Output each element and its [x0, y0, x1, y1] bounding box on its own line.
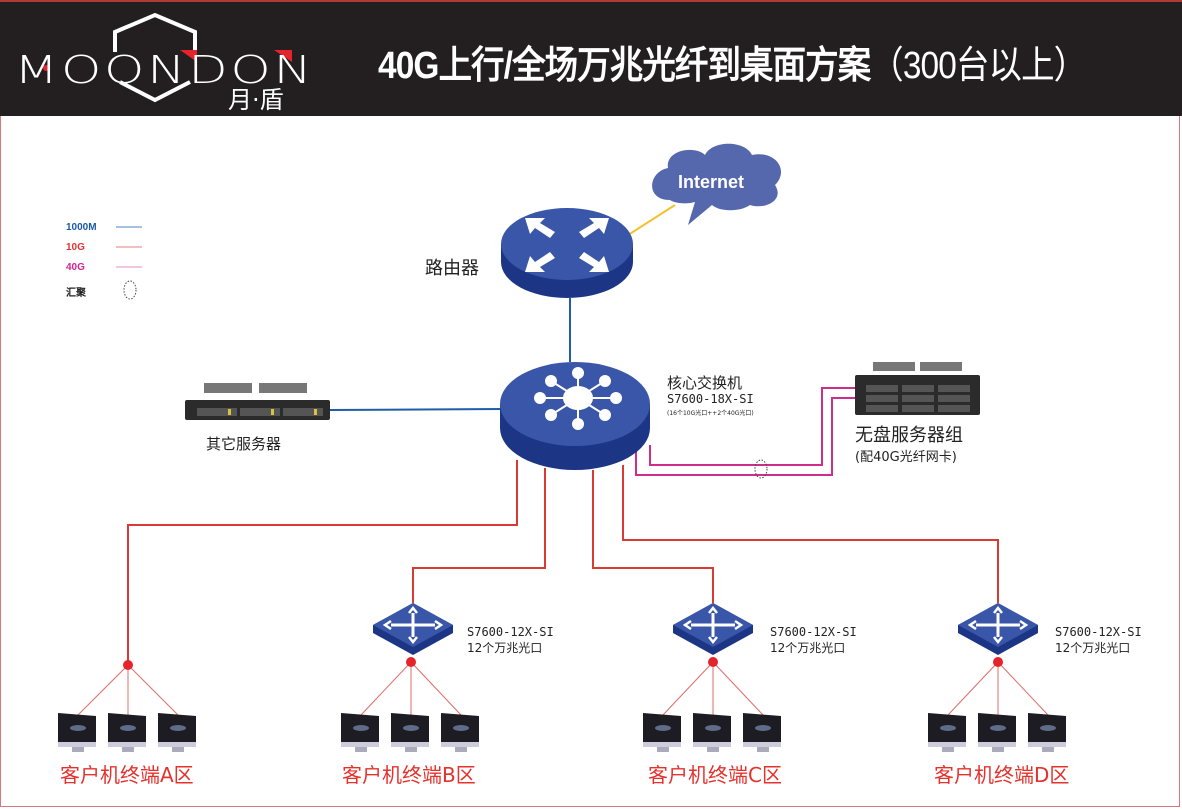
router-icon	[501, 208, 633, 298]
access-switch-d-label: S7600-12X-SI 12个万兆光口	[1055, 624, 1142, 656]
link-internet	[624, 204, 676, 238]
router-label: 路由器	[425, 258, 479, 279]
client-link	[77, 664, 129, 716]
monitor-icon	[693, 713, 731, 752]
internet-cloud-icon	[652, 143, 782, 225]
header-bar: MOONDON 月·盾 40G上行/全场万兆光纤到桌面方案（300台以上）	[0, 0, 1182, 116]
page-title: 40G上行/全场万兆光纤到桌面方案（300台以上）	[378, 34, 1087, 89]
zone-b-label: 客户机终端B区	[342, 763, 476, 787]
link-10g-switch-c	[592, 470, 714, 603]
switch-ports: 12个万兆光口	[1055, 641, 1131, 655]
monitor-icon	[58, 713, 96, 752]
client-link	[662, 661, 714, 716]
other-server-icon	[185, 383, 330, 420]
legend-1000m: 1000M	[66, 222, 97, 233]
monitor-icon	[978, 713, 1016, 752]
aggregation-marker-icon	[754, 459, 768, 479]
access-switch-icon	[373, 603, 453, 655]
monitor-icon	[108, 713, 146, 752]
hub-node	[708, 657, 718, 667]
client-link	[997, 661, 1049, 716]
client-monitors	[58, 713, 1066, 752]
monitor-icon	[743, 713, 781, 752]
moondon-logo: MOONDON 月·盾	[12, 12, 312, 114]
legend-10g: 10G	[66, 242, 85, 253]
zone-a-label: 客户机终端A区	[60, 763, 194, 787]
switch-model: S7600-12X-SI	[467, 625, 554, 639]
title-main: 40G上行/全场万兆光纤到桌面方案	[378, 45, 871, 87]
link-40g-2	[635, 397, 858, 476]
monitor-icon	[1028, 713, 1066, 752]
switch-model: S7600-12X-SI	[1055, 625, 1142, 639]
legend-label: 40G	[66, 262, 85, 273]
client-link	[360, 661, 412, 716]
other-server-label: 其它服务器	[206, 435, 282, 453]
hub-node	[406, 657, 416, 667]
client-link	[410, 661, 462, 716]
link-10g-switch-b	[412, 468, 546, 603]
zone-d-label: 客户机终端D区	[934, 763, 1070, 787]
monitor-icon	[158, 713, 196, 752]
logo-chinese: 月·盾	[228, 86, 284, 114]
legend-label: 汇聚	[66, 288, 86, 299]
link-40g-1	[649, 387, 858, 466]
core-switch-label: 核心交换机	[667, 374, 743, 392]
switch-ports: 12个万兆光口	[467, 641, 543, 655]
monitor-icon	[643, 713, 681, 752]
link-10g-switch-d	[622, 465, 999, 603]
monitor-icon	[441, 713, 479, 752]
client-link	[712, 661, 764, 716]
legend-40g: 40G	[66, 262, 85, 273]
internet-label: Internet	[678, 172, 745, 192]
link-10g-zone-a	[127, 460, 518, 665]
title-capacity: （300台以上）	[870, 45, 1087, 87]
core-switch-ports: (16个10G光口++2个40G光口)	[667, 410, 754, 417]
hub-node	[993, 657, 1003, 667]
logo-wordmark: MOONDON	[14, 48, 315, 92]
core-switch-icon	[500, 362, 650, 470]
hub-node	[123, 660, 133, 670]
legend-label: 10G	[66, 242, 85, 253]
access-switch-b-label: S7600-12X-SI 12个万兆光口	[467, 624, 554, 656]
access-switches	[373, 603, 1038, 655]
access-switch-c-label: S7600-12X-SI 12个万兆光口	[770, 624, 857, 656]
diskless-server-label: 无盘服务器组	[855, 425, 963, 446]
diskless-server-note: (配40G光纤网卡)	[855, 450, 957, 465]
monitor-icon	[928, 713, 966, 752]
diskless-server-icon	[855, 362, 980, 415]
core-switch-model: S7600-18X-SI	[667, 392, 754, 406]
zone-links	[77, 657, 1049, 716]
monitor-icon	[391, 713, 429, 752]
switch-model: S7600-12X-SI	[770, 625, 857, 639]
access-switch-icon	[958, 603, 1038, 655]
access-switch-icon	[673, 603, 753, 655]
client-link	[127, 664, 179, 716]
legend-dotted-ellipse-icon	[123, 280, 137, 300]
switch-ports: 12个万兆光口	[770, 641, 846, 655]
shield-icon	[43, 12, 292, 103]
legend-label: 1000M	[66, 222, 97, 233]
legend-aggregation: 汇聚	[66, 284, 86, 299]
link-core-server	[329, 408, 503, 411]
monitor-icon	[341, 713, 379, 752]
zone-c-label: 客户机终端C区	[648, 763, 782, 787]
client-link	[947, 661, 999, 716]
